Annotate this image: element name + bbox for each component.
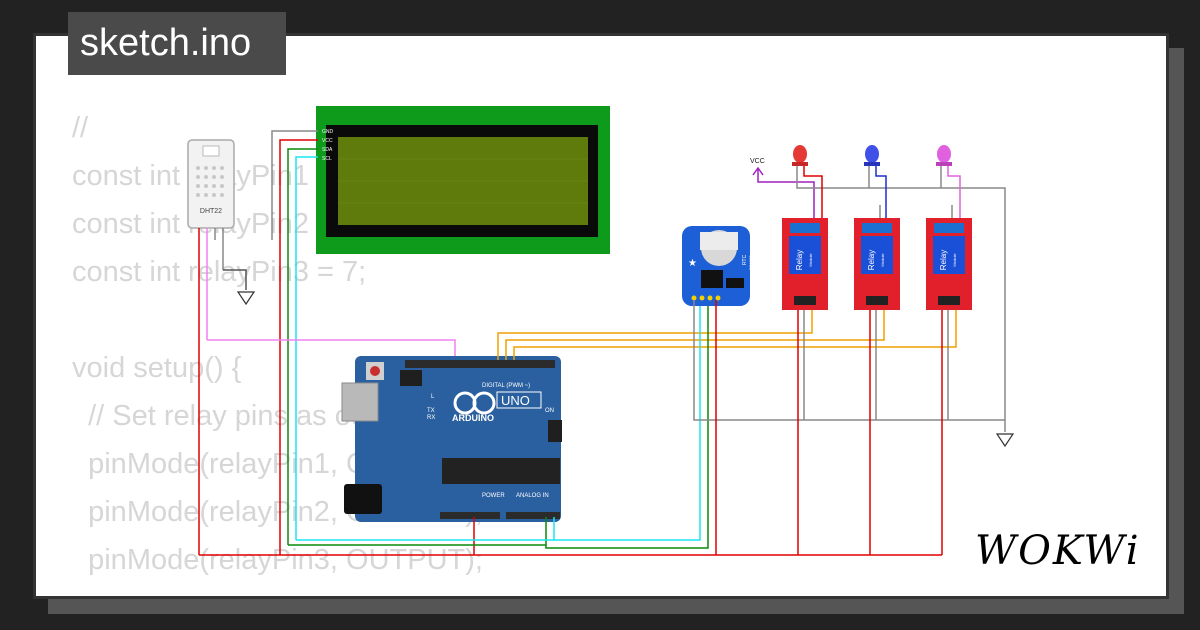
rtc-sublabel: DS1307 <box>748 255 753 270</box>
reset-button[interactable] <box>370 366 380 376</box>
rtc-module[interactable]: ★ RTC DS1307 <box>682 226 753 306</box>
tx-led-label: TX <box>427 408 435 414</box>
vcc-symbol: VCC <box>750 158 815 218</box>
power-pins-label: POWER <box>482 493 505 499</box>
relay-sublabel: Module <box>952 253 957 267</box>
code-line: void setup() { <box>72 352 242 384</box>
l-led-label: L <box>431 394 435 400</box>
led-blue[interactable] <box>864 145 880 166</box>
lcd-pin-label: SCL <box>322 156 332 162</box>
wokwi-logo: WOKWi <box>975 528 1141 574</box>
lcd-pin-label: GND <box>322 129 334 135</box>
arduino-brand-label: ARDUINO <box>452 413 494 423</box>
relay-sublabel: Module <box>808 253 813 267</box>
led-red[interactable] <box>792 145 808 166</box>
relay-module[interactable]: Relay Module <box>926 218 972 310</box>
relay-module[interactable]: Relay Module <box>854 218 900 310</box>
rx-led-label: RX <box>427 415 435 421</box>
file-tab[interactable]: sketch.ino <box>68 12 286 75</box>
relay-sublabel: Module <box>880 253 885 267</box>
code-line: const int relayPin3 = 7; <box>72 256 367 288</box>
analog-pins-label: ANALOG IN <box>516 493 549 499</box>
lcd-pin-label: SDA <box>322 147 333 153</box>
dht22-label: DHT22 <box>200 208 222 215</box>
on-led-label: ON <box>545 408 554 414</box>
led-pink[interactable] <box>936 145 952 166</box>
relay-module[interactable]: Relay Module <box>782 218 828 310</box>
lcd-display[interactable]: GND VCC SDA SCL <box>316 106 610 254</box>
relay-label: Relay <box>867 250 876 270</box>
arduino-uno-board[interactable]: ARDUINO UNO DIGITAL (PWM ~) ANALOG IN PO… <box>341 356 562 522</box>
power-jack <box>344 484 382 514</box>
ground-symbol <box>995 433 1015 448</box>
relay-label: Relay <box>939 250 948 270</box>
ground-symbol <box>236 291 256 306</box>
microcontroller-chip <box>442 458 560 484</box>
arduino-model-label: UNO <box>501 393 530 408</box>
digital-pins-label: DIGITAL (PWM ~) <box>482 383 530 389</box>
code-line: pinMode(relayPin3, OUTPUT); <box>72 544 483 576</box>
vcc-label: VCC <box>750 158 765 165</box>
usb-port <box>341 382 379 422</box>
relay-label: Relay <box>795 250 804 270</box>
lcd-pin-label: VCC <box>322 138 333 144</box>
dht22-sensor[interactable]: DHT22 <box>187 139 235 229</box>
star-icon: ★ <box>688 258 697 269</box>
code-line: // <box>72 112 89 144</box>
rtc-label: RTC <box>742 254 748 265</box>
